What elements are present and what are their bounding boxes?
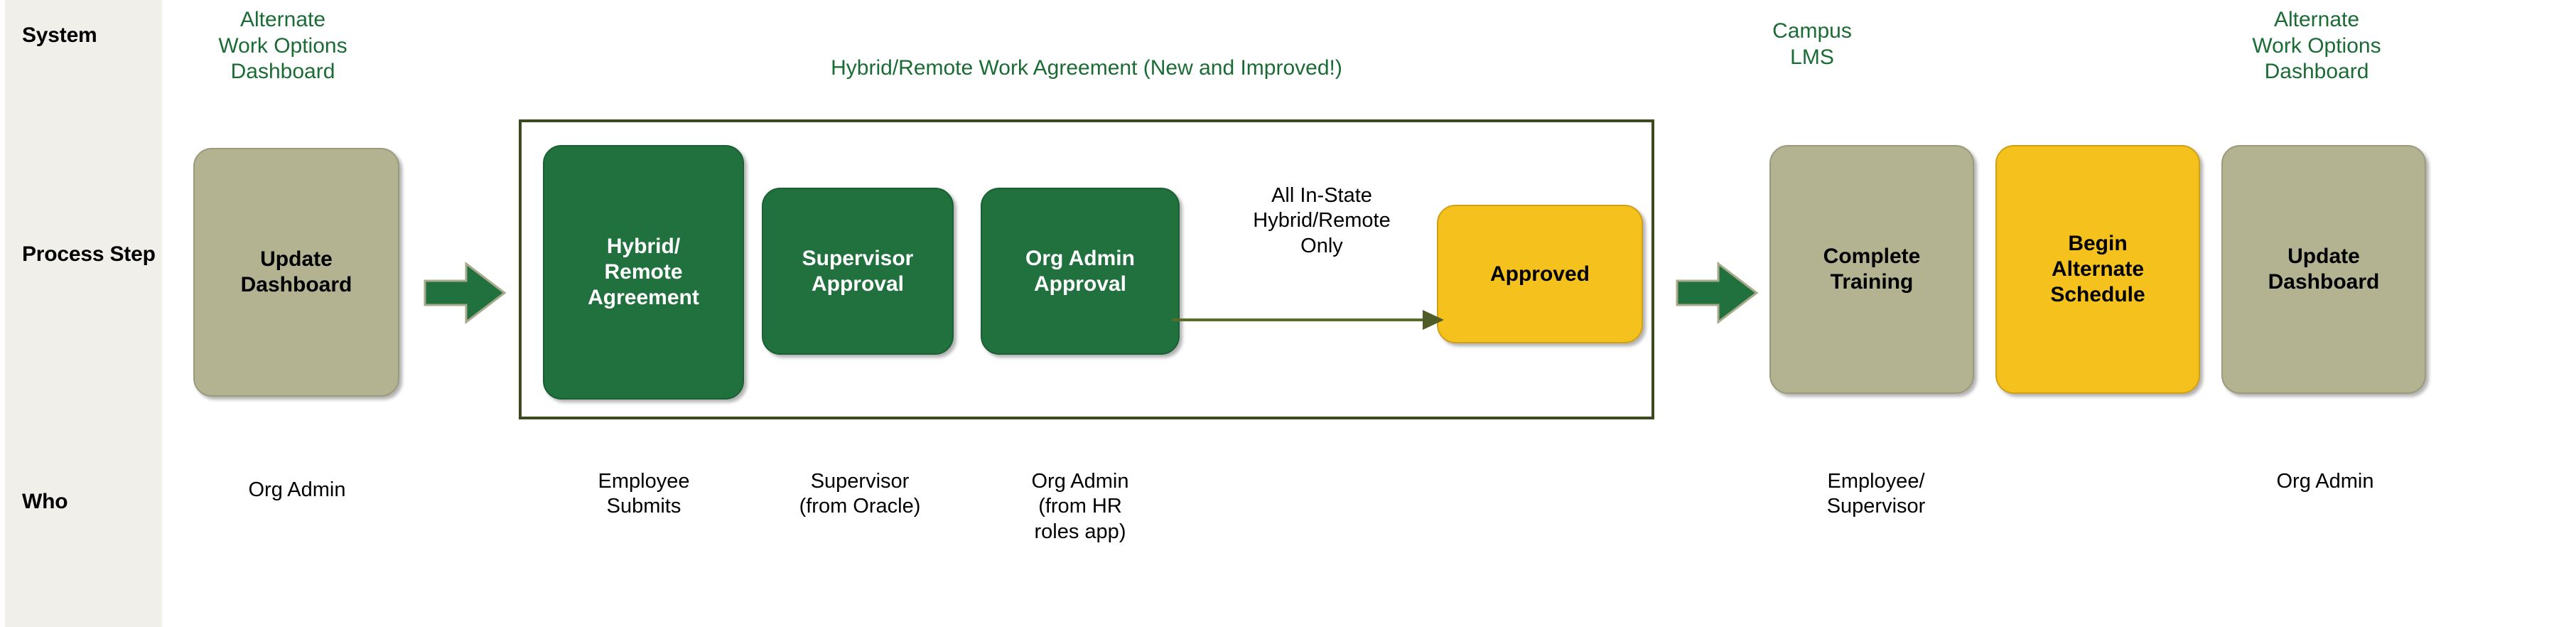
system-caption-campus-lms: Campus LMS (1772, 19, 1852, 69)
system-caption-alternate-work-options-dashboard-left: Alternate Work Options Dashboard (218, 8, 347, 84)
group-title-hybrid-remote-work-agreement: Hybrid/Remote Work Agreement (New and Im… (831, 56, 1342, 80)
process-step-update-dashboard-left[interactable]: Update Dashboard (193, 148, 399, 397)
who-supervisor-from-oracle: Supervisor (from Oracle) (799, 470, 921, 518)
row-label-system: System (22, 23, 97, 47)
process-step-update-dashboard-right[interactable]: Update Dashboard (2221, 145, 2426, 394)
process-step-begin-alternate-schedule[interactable]: Begin Alternate Schedule (1995, 145, 2200, 394)
row-label-who: Who (22, 490, 68, 513)
who-org-admin-right: Org Admin (2276, 470, 2374, 493)
connector-label-all-in-state-hybrid-remote-only: All In-State Hybrid/Remote Only (1253, 184, 1391, 257)
flow-arrow-right-icon-1 (422, 259, 507, 327)
connector-org-admin-approval-to-approved (1173, 299, 1457, 341)
group-container-hybrid-remote-work-agreement (519, 119, 1654, 419)
who-employee-supervisor: Employee/ Supervisor (1826, 470, 1926, 518)
who-employee-submits: Employee Submits (598, 470, 690, 518)
process-step-complete-training[interactable]: Complete Training (1769, 145, 1974, 394)
flow-arrow-right-icon-2 (1674, 259, 1759, 327)
row-label-rail (5, 0, 162, 627)
system-caption-alternate-work-options-dashboard-right: Alternate Work Options Dashboard (2252, 8, 2381, 84)
process-step-org-admin-approval[interactable]: Org Admin Approval (981, 188, 1180, 355)
row-label-process-step: Process Step (22, 242, 156, 266)
process-step-hybrid-remote-agreement[interactable]: Hybrid/ Remote Agreement (543, 145, 744, 400)
process-step-approved[interactable]: Approved (1437, 205, 1643, 343)
who-org-admin-left: Org Admin (248, 478, 346, 501)
process-step-supervisor-approval[interactable]: Supervisor Approval (762, 188, 954, 355)
who-org-admin-from-hr-roles-app: Org Admin (from HR roles app) (1031, 470, 1129, 543)
